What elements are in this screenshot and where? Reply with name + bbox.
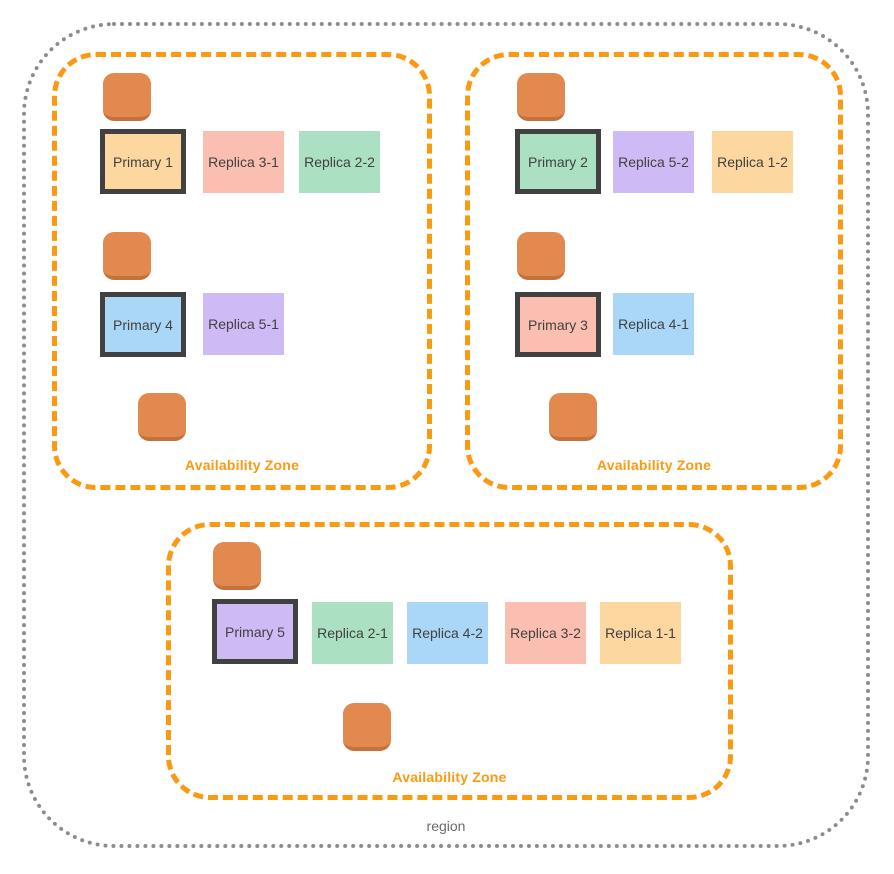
availability-zone-label: Availability Zone [184, 457, 300, 473]
instance-icon [103, 73, 151, 121]
availability-zone-label: Availability Zone [392, 769, 507, 785]
instance-icon [213, 542, 261, 590]
db-node-primary-4: Primary 4 [100, 292, 186, 357]
db-node-primary-1: Primary 1 [100, 129, 186, 194]
db-node-primary-3: Primary 3 [515, 292, 601, 357]
db-node-primary-2: Primary 2 [515, 129, 601, 194]
db-node-primary-5: Primary 5 [212, 599, 298, 664]
instance-icon [517, 73, 565, 121]
db-node-replica-4-1: Replica 4-1 [613, 293, 694, 355]
db-node-replica-5-1: Replica 5-1 [203, 293, 284, 355]
instance-icon [103, 232, 151, 280]
region-boundary: region [22, 22, 870, 848]
db-node-replica-5-2: Replica 5-2 [613, 131, 694, 193]
availability-zone-2: Primary 2 Replica 5-2 Replica 1-2 Primar… [465, 52, 843, 490]
db-node-replica-2-2: Replica 2-2 [299, 131, 380, 193]
db-node-replica-1-1: Replica 1-1 [600, 602, 681, 664]
instance-icon [549, 393, 597, 441]
availability-zone-1: Primary 1 Replica 3-1 Replica 2-2 Primar… [52, 52, 432, 490]
instance-icon [343, 703, 391, 751]
db-node-replica-2-1: Replica 2-1 [312, 602, 393, 664]
db-node-replica-3-2: Replica 3-2 [505, 602, 586, 664]
availability-zone-3: Primary 5 Replica 2-1 Replica 4-2 Replic… [166, 522, 733, 800]
db-node-replica-1-2: Replica 1-2 [712, 131, 793, 193]
instance-icon [517, 232, 565, 280]
region-label: region [426, 818, 466, 834]
instance-icon [138, 393, 186, 441]
db-node-replica-4-2: Replica 4-2 [407, 602, 488, 664]
db-node-replica-3-1: Replica 3-1 [203, 131, 284, 193]
availability-zone-label: Availability Zone [596, 457, 712, 473]
